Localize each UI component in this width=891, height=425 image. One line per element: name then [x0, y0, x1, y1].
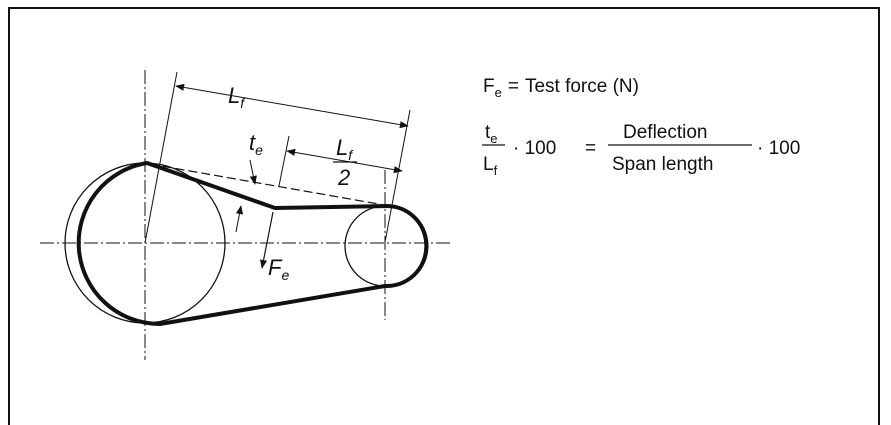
half-span-label: Lf 2 [333, 135, 357, 190]
legend-force-definition: Fe=Test force (N) [483, 76, 639, 100]
center-lines [40, 70, 450, 360]
formula-multiplier: · 100 [513, 138, 556, 159]
deflection-label: te [249, 130, 263, 158]
belt [76, 161, 429, 327]
svg-text:Fe=Test force (N): Fe=Test force (N) [483, 76, 639, 100]
undeflected-belt-line [149, 163, 391, 207]
ratio-denominator: Span length [612, 154, 713, 175]
span-extension-right [384, 109, 411, 243]
formula-numerator: te [485, 122, 498, 146]
extension-lines [144, 71, 411, 244]
ratio-numerator: Deflection [623, 122, 708, 143]
figure-frame [8, 7, 880, 425]
test-force-arrow [260, 211, 274, 269]
half-span-extension [278, 135, 290, 187]
legend-formula: te Lf · 100 = Deflection Span length · 1… [482, 122, 800, 178]
svg-text:2: 2 [337, 165, 350, 190]
formula-equals: = [585, 138, 596, 159]
span-extension-left [144, 71, 178, 244]
svg-text:Lf: Lf [336, 135, 354, 163]
span-dimension-arrow [175, 83, 409, 129]
deflection-arrow-bottom [235, 205, 244, 233]
deflection-arrow-top [249, 159, 257, 185]
force-label: Fe [268, 255, 289, 283]
formula-multiplier-end: · 100 [757, 138, 800, 159]
half-span-dimension-arrow [286, 148, 403, 174]
formula-denominator: Lf [483, 154, 498, 178]
span-label: Lf [228, 83, 246, 111]
